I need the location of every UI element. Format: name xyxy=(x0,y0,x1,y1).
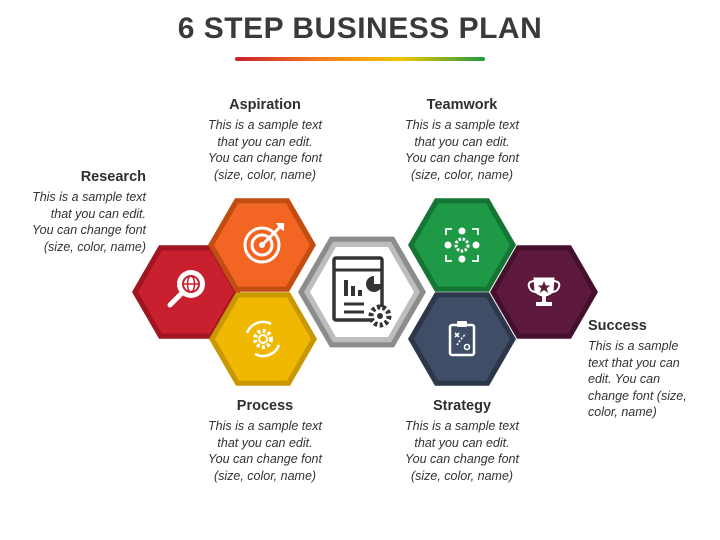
trophy-icon xyxy=(527,277,561,306)
process-block: Process This is a sample text that you c… xyxy=(200,398,330,484)
teamwork-heading: Teamwork xyxy=(426,97,498,113)
research-hexagon xyxy=(132,245,240,339)
strategy-text: This is a sample text that you can edit.… xyxy=(405,419,519,483)
process-text: This is a sample text that you can edit.… xyxy=(208,419,322,483)
aspiration-hexagon xyxy=(208,198,316,292)
success-hexagon xyxy=(490,245,598,339)
research-block: Research This is a sample text that you … xyxy=(10,169,146,255)
strategy-hexagon xyxy=(408,292,516,386)
magnifier-globe-icon xyxy=(167,270,205,308)
center-hexagon xyxy=(298,236,426,348)
process-heading: Process xyxy=(236,398,294,414)
gear-cycle-icon xyxy=(245,320,281,358)
target-arrow-icon xyxy=(243,223,284,264)
team-gear-icon xyxy=(444,227,480,263)
teamwork-hexagon xyxy=(408,198,516,292)
strategy-board-icon xyxy=(448,321,476,357)
success-block: Success This is a sample text that you c… xyxy=(588,318,716,421)
teamwork-block: Teamwork This is a sample text that you … xyxy=(397,97,527,183)
aspiration-heading: Aspiration xyxy=(229,97,301,113)
teamwork-text: This is a sample text that you can edit.… xyxy=(405,118,519,182)
strategy-heading: Strategy xyxy=(432,398,492,414)
report-gear-icon xyxy=(332,256,392,328)
research-heading: Research xyxy=(80,169,146,185)
page-title: 6 STEP BUSINESS PLAN xyxy=(177,12,543,45)
success-heading: Success xyxy=(588,318,647,334)
research-text: This is a sample text that you can edit.… xyxy=(32,190,146,254)
title-underline xyxy=(235,57,485,61)
success-text: This is a sample text that you can edit.… xyxy=(588,339,687,419)
strategy-block: Strategy This is a sample text that you … xyxy=(397,398,527,484)
aspiration-text: This is a sample text that you can edit.… xyxy=(208,118,322,182)
aspiration-block: Aspiration This is a sample text that yo… xyxy=(200,97,330,183)
process-hexagon xyxy=(209,292,317,386)
